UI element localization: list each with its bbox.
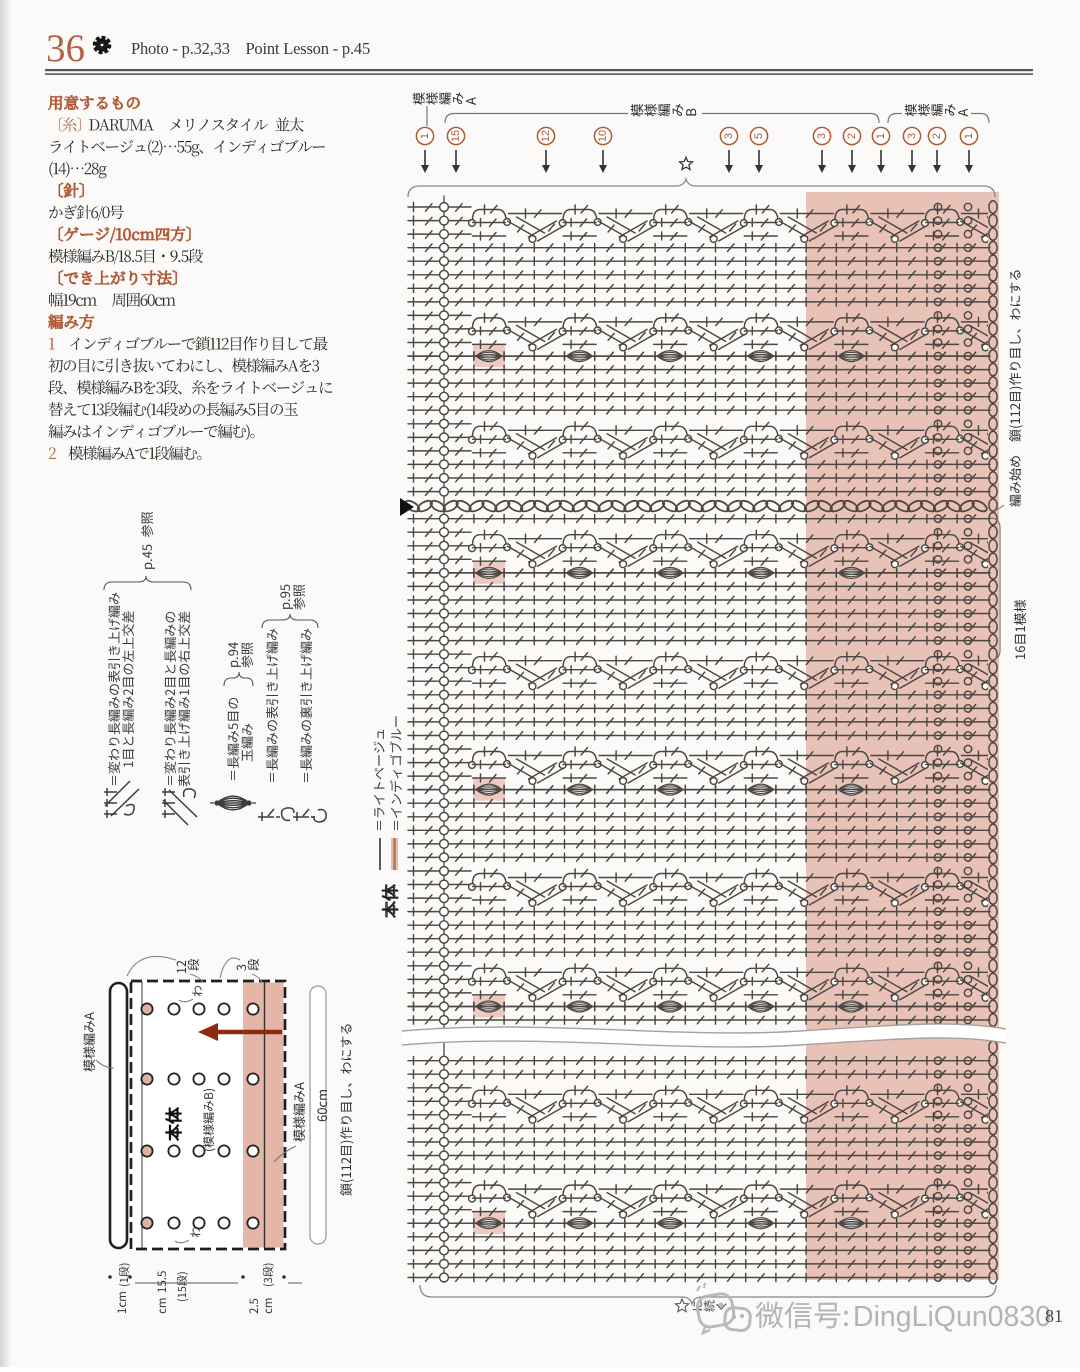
svg-text:1: 1 xyxy=(963,133,975,139)
svg-text:36: 36 xyxy=(46,27,85,70)
svg-text:15: 15 xyxy=(450,130,462,142)
svg-text:12: 12 xyxy=(540,130,552,142)
svg-text:3: 3 xyxy=(906,133,918,139)
svg-text:DingLiQun0830: DingLiQun0830 xyxy=(853,1301,1051,1333)
svg-text:1: 1 xyxy=(419,133,431,139)
svg-text:2: 2 xyxy=(931,133,943,139)
svg-text:3: 3 xyxy=(816,133,828,139)
svg-text:2: 2 xyxy=(846,133,858,139)
svg-text:10: 10 xyxy=(597,130,609,142)
svg-text:Photo - p.32,33 Point Lesso: Photo - p.32,33 Point Lesson - p.45 xyxy=(131,39,370,58)
svg-text:81: 81 xyxy=(1045,1306,1063,1326)
svg-text:1: 1 xyxy=(875,133,887,139)
svg-text:3: 3 xyxy=(723,133,735,139)
svg-text:5: 5 xyxy=(753,133,765,139)
